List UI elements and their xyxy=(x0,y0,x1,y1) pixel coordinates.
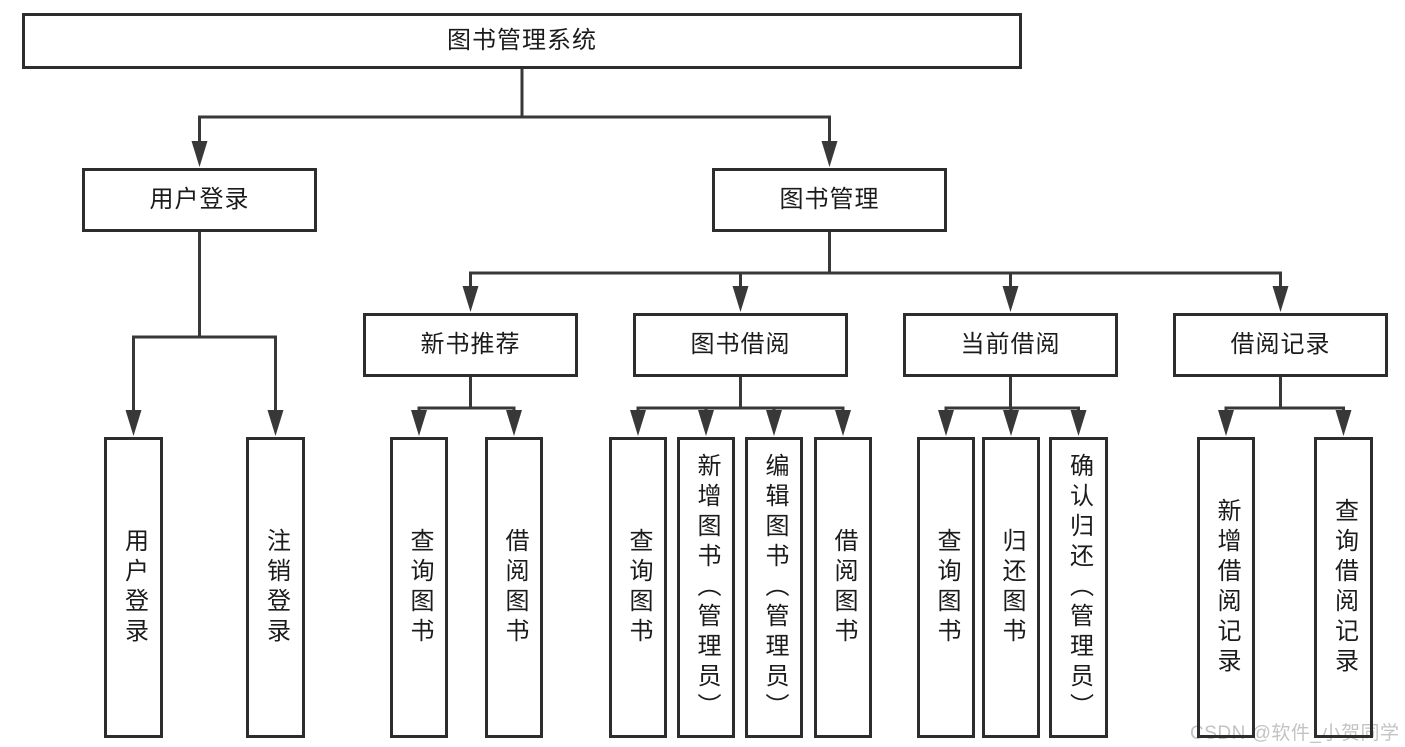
arrowhead-icon xyxy=(462,286,479,312)
arrowhead-icon xyxy=(1335,410,1352,436)
node-query-books: 查询图书 xyxy=(390,437,448,738)
node-label: 编辑图书（管理员） xyxy=(761,452,788,723)
arrowhead-icon xyxy=(630,410,646,436)
node-query-books: 查询图书 xyxy=(917,437,975,738)
arrowhead-icon xyxy=(125,410,142,436)
arrowhead-icon xyxy=(698,410,714,436)
node-leaf-user-login: 用户登录 xyxy=(104,437,163,738)
node-user-login: 用户登录 xyxy=(82,168,317,232)
node-query-borrow-record: 查询借阅记录 xyxy=(1314,437,1373,738)
arrowhead-icon xyxy=(1002,286,1019,312)
node-borrow-books: 借阅图书 xyxy=(814,437,872,738)
arrowhead-icon xyxy=(1003,410,1019,436)
node-new-book-recommend: 新书推荐 xyxy=(363,313,578,377)
arrowhead-icon xyxy=(1070,410,1087,436)
node-label: 新书推荐 xyxy=(420,331,521,358)
node-add-borrow-record: 新增借阅记录 xyxy=(1197,437,1255,738)
arrowhead-icon xyxy=(766,410,782,436)
node-label: 新增借阅记录 xyxy=(1213,497,1240,678)
node-label: 图书管理 xyxy=(779,186,880,213)
node-label: 确认归还（管理员） xyxy=(1065,452,1093,723)
node-label: 查询图书 xyxy=(933,527,960,648)
arrowhead-icon xyxy=(732,286,749,312)
arrowhead-icon xyxy=(191,141,208,167)
node-book-borrowing: 图书借阅 xyxy=(633,313,848,377)
node-book-management: 图书管理 xyxy=(712,168,947,232)
arrowhead-icon xyxy=(411,410,427,436)
arrowhead-icon xyxy=(938,410,954,436)
node-library-management-system: 图书管理系统 xyxy=(22,13,1022,69)
arrowhead-icon xyxy=(821,141,838,167)
node-edit-books-admin: 编辑图书（管理员） xyxy=(745,437,803,738)
node-label: 图书管理系统 xyxy=(447,27,597,54)
node-confirm-return-admin: 确认归还（管理员） xyxy=(1049,437,1108,738)
node-query-books: 查询图书 xyxy=(609,437,667,738)
node-label: 归还图书 xyxy=(998,527,1025,648)
node-return-books: 归还图书 xyxy=(982,437,1040,738)
arrowhead-icon xyxy=(506,410,522,436)
node-borrow-books: 借阅图书 xyxy=(485,437,543,738)
node-label: 查询图书 xyxy=(625,527,652,648)
arrowhead-icon xyxy=(1272,286,1289,312)
arrowhead-icon xyxy=(267,410,284,436)
node-label: 借阅图书 xyxy=(830,527,857,648)
node-label: 新增图书（管理员） xyxy=(693,452,720,723)
node-label: 查询图书 xyxy=(406,527,433,648)
node-current-borrowing: 当前借阅 xyxy=(903,313,1118,377)
arrowhead-icon xyxy=(1218,410,1234,436)
node-add-books-admin: 新增图书（管理员） xyxy=(677,437,735,738)
node-label: 用户登录 xyxy=(120,527,148,648)
node-label: 借阅图书 xyxy=(501,527,528,648)
node-label: 当前借阅 xyxy=(960,331,1061,358)
node-label: 注销登录 xyxy=(262,527,290,648)
watermark: CSDN @软件_小贺同学 xyxy=(1190,723,1400,744)
arrowhead-icon xyxy=(835,410,851,436)
node-borrowing-records: 借阅记录 xyxy=(1173,313,1388,377)
node-label: 用户登录 xyxy=(149,186,250,213)
node-leaf-logout: 注销登录 xyxy=(246,437,305,738)
node-label: 图书借阅 xyxy=(690,331,791,358)
node-label: 借阅记录 xyxy=(1230,331,1331,358)
node-label: 查询借阅记录 xyxy=(1330,497,1358,678)
